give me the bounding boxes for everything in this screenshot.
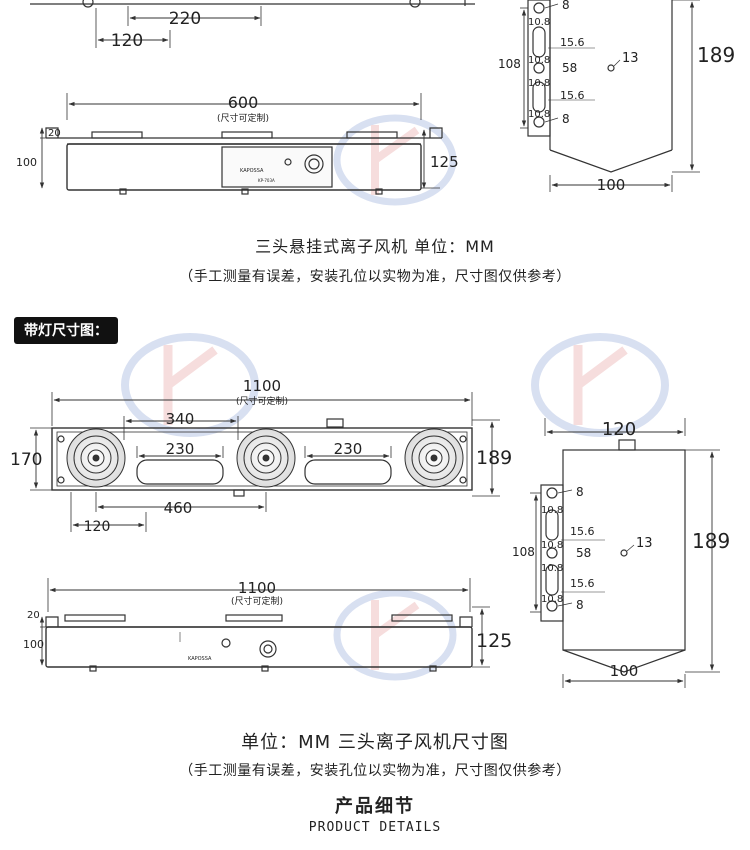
- dim-1100-front: 1100: [243, 377, 281, 395]
- top-front-view: [30, 0, 475, 48]
- fan-left: [66, 428, 126, 488]
- dim-20: 20: [48, 128, 61, 139]
- top-bottom-labels: 600 (尺寸可定制) 20 100 125 KAPOSSA KP-703A: [16, 93, 459, 183]
- pitch-10-8-mid-low: 10.8: [528, 78, 550, 89]
- top-side-labels: 8 10.8 108 15.6 10.8 58 13 10.8 15.6 10.…: [498, 0, 735, 194]
- dim-108-lamp: 108: [512, 545, 535, 559]
- dim-189-front: 189: [476, 447, 512, 469]
- top-bottom-view: [39, 93, 443, 195]
- dim-58: 58: [562, 61, 577, 75]
- pitch-10-8-top-lamp: 10.8: [541, 505, 563, 516]
- fan-center: [236, 428, 296, 488]
- dim-125: 125: [430, 153, 459, 171]
- fan-right: [404, 428, 464, 488]
- dim-170: 170: [10, 450, 42, 470]
- dim-189-lamp: 189: [692, 529, 730, 553]
- lamp-side-labels: 120 8 10.8 15.6 108 10.8 58 13 10.8 15.6…: [512, 419, 730, 680]
- caption-note-1: （手工测量有误差，安装孔位以实物为准，尺寸图仅供参考）: [179, 269, 571, 285]
- panel-model: KP-703A: [258, 178, 275, 183]
- lamp-front-labels: 1100 (尺寸可定制) 340 230 230 170 189 460 120: [10, 377, 512, 535]
- slot-15-6-b-lamp: 15.6: [570, 577, 595, 590]
- caption-note-2: （手工测量有误差，安装孔位以实物为准，尺寸图仅供参考）: [179, 763, 571, 779]
- dim-100-lamp: 100: [610, 662, 639, 680]
- dim-189: 189: [697, 43, 735, 67]
- dim-100-lamp-bottom: 100: [23, 638, 44, 651]
- dim-108: 108: [498, 57, 521, 71]
- hole-8-top-lamp: 8: [576, 485, 584, 499]
- hole-8-top: 8: [562, 0, 570, 12]
- dim-230-left: 230: [166, 440, 195, 458]
- dim-58-lamp: 58: [576, 546, 591, 560]
- slot-15-6-a: 15.6: [560, 36, 585, 49]
- section-badge-lamp: 带灯尺寸图：: [14, 317, 118, 344]
- customizable-note-1: (尺寸可定制): [217, 112, 269, 124]
- details-title: 产品细节: [335, 796, 415, 817]
- caption-title-2: 单位：MM 三头离子风机尺寸图: [241, 732, 509, 753]
- hole-13: 13: [622, 51, 639, 66]
- dim-230-right: 230: [334, 440, 363, 458]
- caption-title-1: 三头悬挂式离子风机 单位：MM: [255, 237, 495, 256]
- pitch-10-8-bottom: 10.8: [528, 109, 550, 120]
- lamp-bottom-labels: 1100 (尺寸可定制) 20 100 125 KAPOSSA: [23, 579, 512, 662]
- slot-15-6-a-lamp: 15.6: [570, 525, 595, 538]
- dim-20-lamp: 20: [27, 610, 40, 621]
- pitch-10-8-mid-up: 10.8: [528, 55, 550, 66]
- pitch-10-8-top: 10.8: [528, 17, 550, 28]
- pitch-10-8-bottom-lamp: 10.8: [541, 594, 563, 605]
- hole-13-lamp: 13: [636, 536, 653, 551]
- lamp-bottom-view: [39, 578, 490, 672]
- dim-340: 340: [166, 410, 195, 428]
- lamp-panel-brand: KAPOSSA: [188, 656, 212, 662]
- dim-120-front: 120: [84, 519, 111, 535]
- dim-600: 600: [228, 93, 259, 112]
- dim-100: 100: [597, 176, 626, 194]
- dim-1100-bottom: 1100: [238, 579, 276, 597]
- dim-460: 460: [164, 499, 193, 517]
- customizable-note-2: (尺寸可定制): [236, 395, 288, 407]
- pitch-10-8-mid-low-lamp: 10.8: [541, 563, 563, 574]
- hole-8-bottom: 8: [562, 112, 570, 126]
- customizable-note-3: (尺寸可定制): [231, 595, 283, 607]
- details-subtitle: PRODUCT DETAILS: [308, 820, 442, 835]
- lamp-side-view: [530, 418, 720, 688]
- panel-brand: KAPOSSA: [240, 168, 264, 174]
- dim-100-side: 100: [16, 156, 37, 169]
- pitch-10-8-mid-up-lamp: 10.8: [541, 540, 563, 551]
- top-side-view: [520, 0, 700, 192]
- dim-125-lamp: 125: [476, 630, 512, 652]
- dim-220: 220: [169, 9, 201, 29]
- dim-120: 120: [111, 31, 143, 51]
- slot-15-6-b: 15.6: [560, 89, 585, 102]
- watermark-logo: [121, 114, 669, 681]
- dim-120-side: 120: [602, 419, 636, 440]
- hole-8-bottom-lamp: 8: [576, 598, 584, 612]
